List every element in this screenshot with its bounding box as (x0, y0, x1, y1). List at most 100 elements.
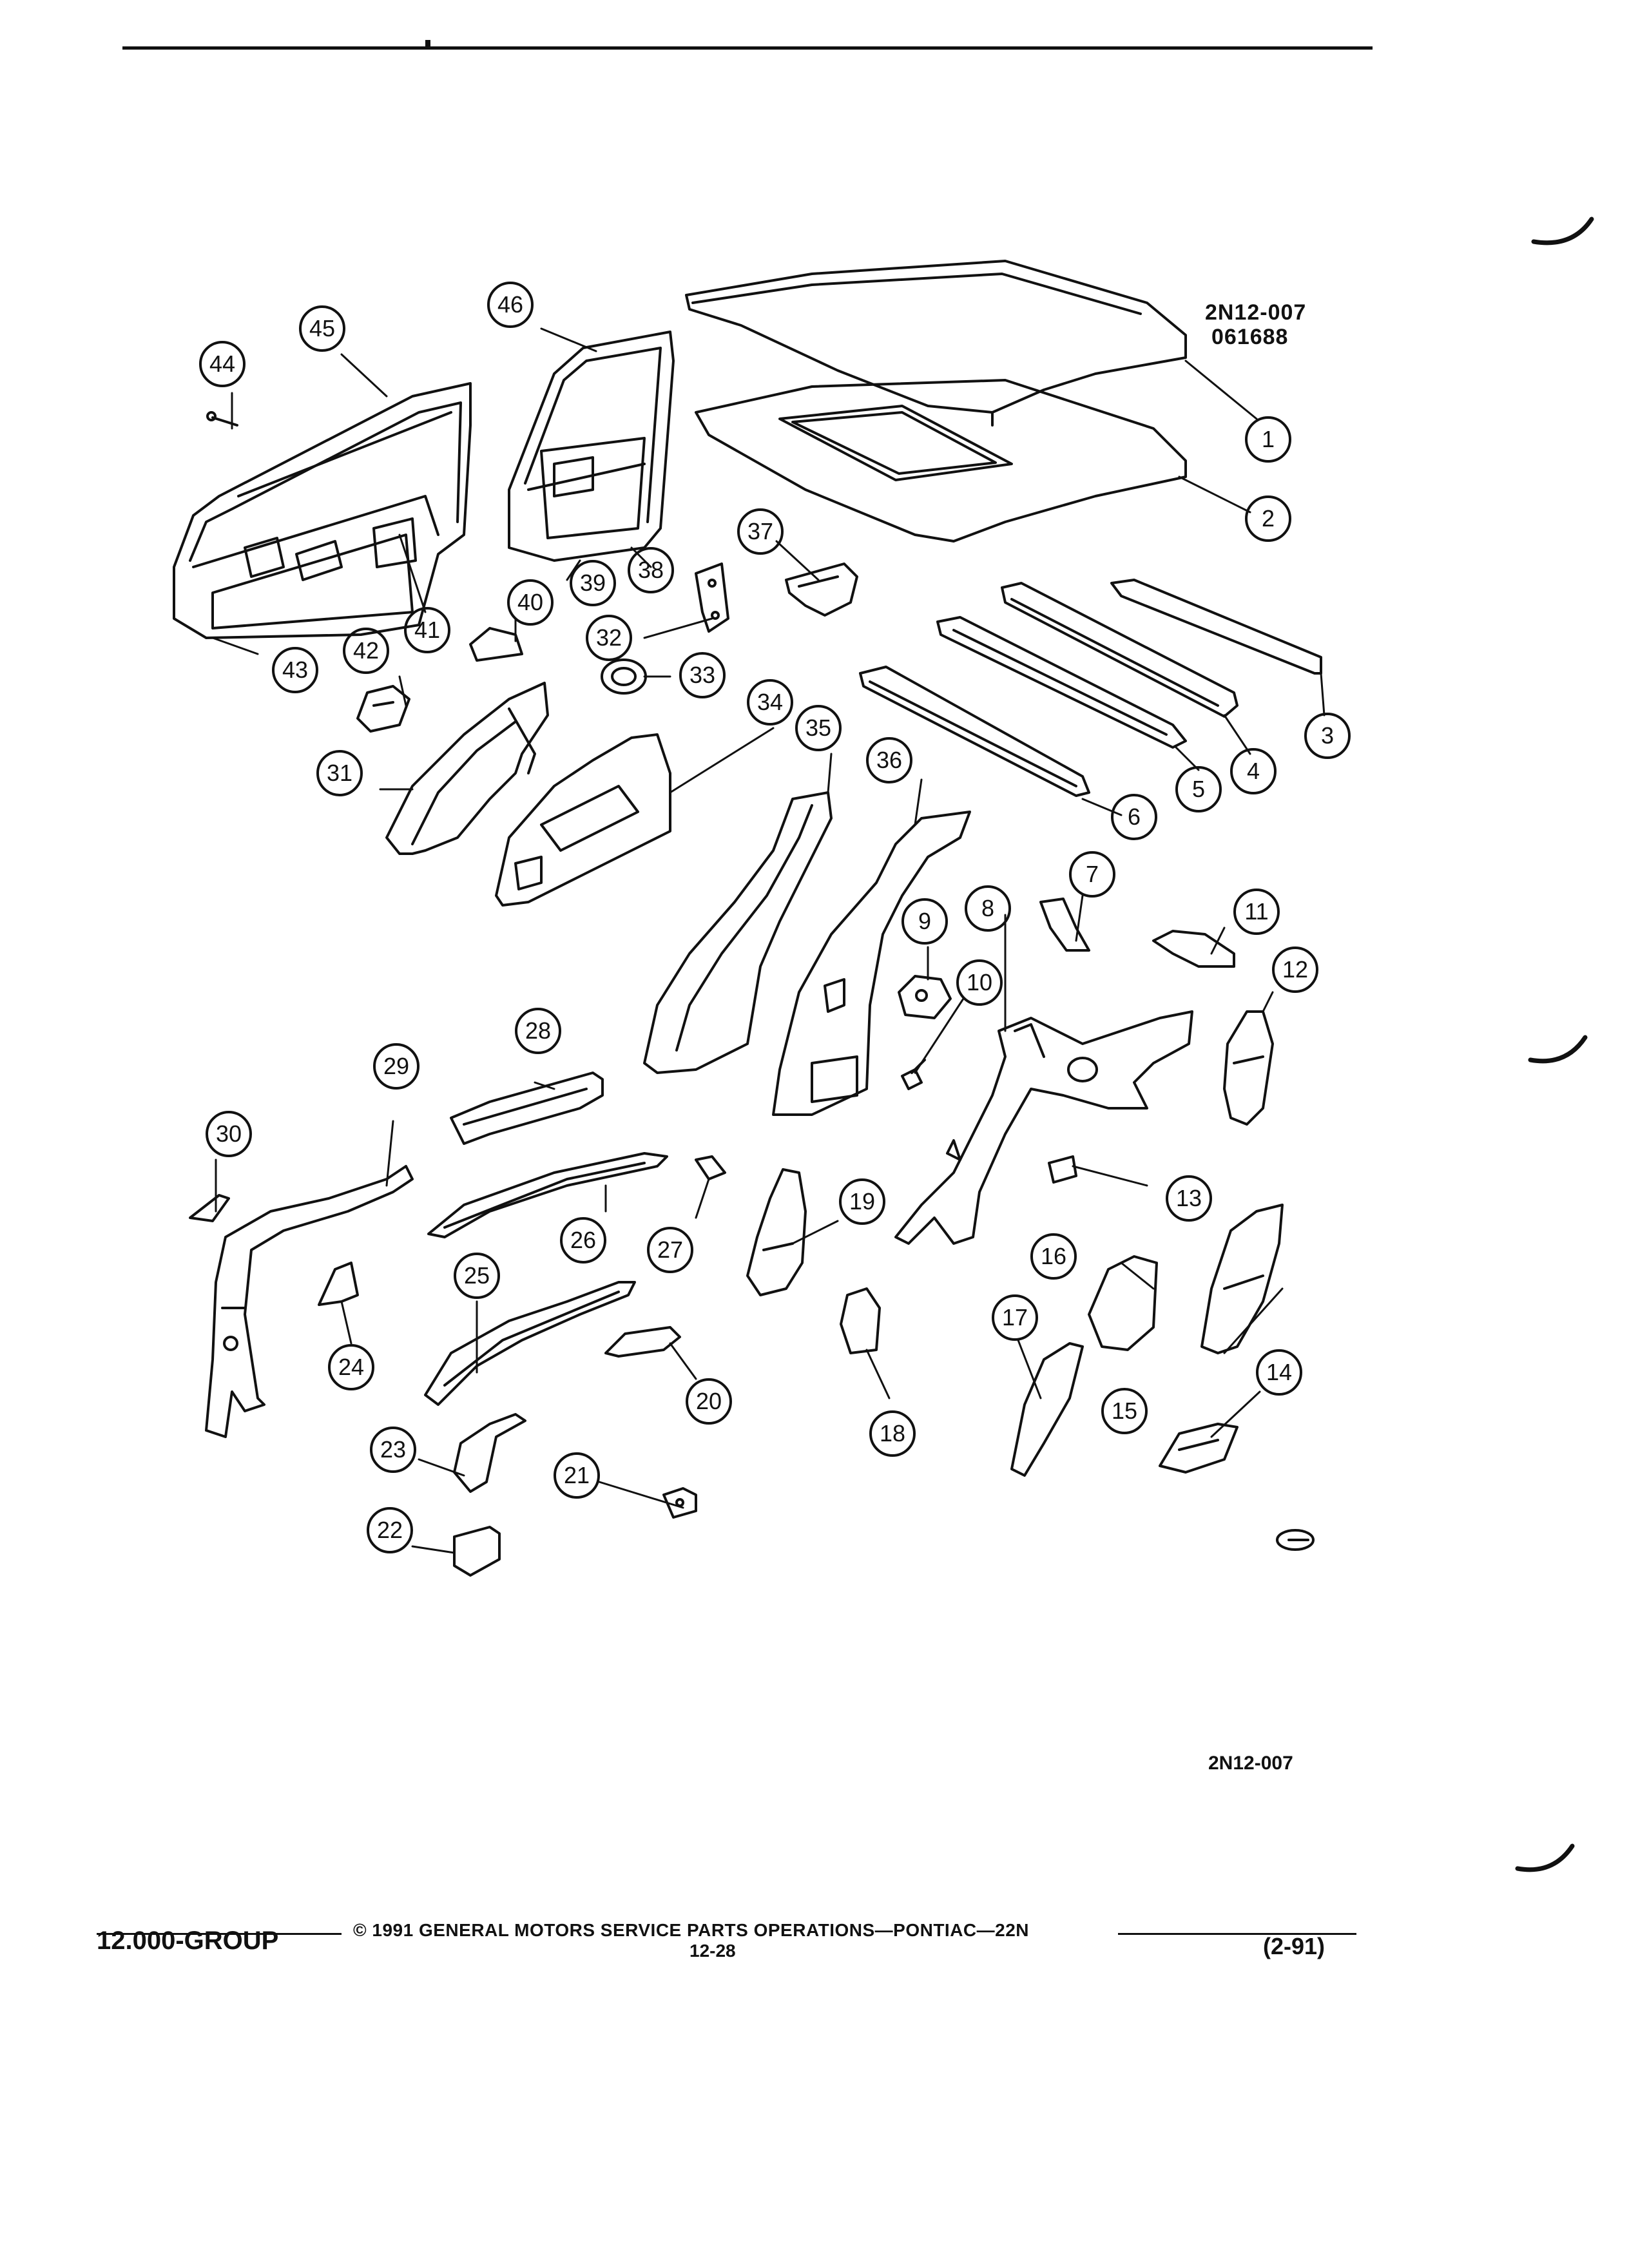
callout-29: 29 (373, 1043, 419, 1090)
part-bracket-18 (840, 1287, 881, 1354)
part-wheelhouse-31 (385, 682, 549, 855)
part-bracket-30 (189, 1194, 230, 1222)
svg-text:16: 16 (1041, 1243, 1066, 1269)
svg-text:1: 1 (1262, 426, 1275, 452)
callout-32: 32 (586, 615, 632, 661)
callout-3: 3 (1304, 713, 1351, 759)
svg-text:8: 8 (981, 895, 994, 921)
callout-31: 31 (316, 750, 363, 796)
callout-28: 28 (515, 1008, 561, 1054)
svg-text:23: 23 (380, 1436, 406, 1463)
footer-group-label: 12.000-GROUP (97, 1927, 279, 1955)
callout-42: 42 (343, 628, 389, 674)
svg-text:11: 11 (1244, 898, 1268, 925)
part-bumper-9 (898, 975, 952, 1019)
svg-text:24: 24 (338, 1354, 364, 1380)
svg-text:38: 38 (638, 557, 664, 583)
footer-copyright: © 1991 GENERAL MOTORS SERVICE PARTS OPER… (353, 1920, 1030, 1940)
part-pin (206, 411, 238, 427)
diagram-reference-date: 061688 (1211, 325, 1289, 349)
callout-34: 34 (747, 679, 793, 726)
part-rail-25 (424, 1281, 636, 1406)
svg-text:28: 28 (525, 1017, 551, 1044)
callout-23: 23 (370, 1427, 416, 1473)
part-rail-26 (427, 1152, 668, 1238)
top-rule (122, 46, 1373, 50)
part-roof-panel (685, 260, 1187, 427)
top-rule-tick (425, 40, 430, 48)
part-pillar-36 (772, 811, 971, 1116)
callout-44: 44 (199, 341, 246, 387)
footer-revision-date: (2-91) (1263, 1933, 1325, 1959)
svg-text:4: 4 (1247, 758, 1260, 784)
callout-39: 39 (570, 560, 616, 606)
callout-2: 2 (1245, 495, 1291, 542)
callout-16: 16 (1030, 1233, 1077, 1280)
part-pillar-15 (1200, 1204, 1284, 1354)
diagram-reference-code: 2N12-007 (1205, 300, 1307, 325)
part-bracket-20 (604, 1326, 681, 1358)
callout-21: 21 (554, 1452, 600, 1499)
diagram-footer-code: 2N12-007 (1208, 1753, 1293, 1774)
part-roof-rail-4 (1001, 582, 1239, 718)
binder-marks (1515, 216, 1594, 1872)
part-rear-door-frame (508, 331, 675, 562)
callout-30: 30 (206, 1111, 252, 1157)
part-pillar-29 (205, 1165, 414, 1438)
svg-text:10: 10 (967, 969, 992, 995)
part-rail-28 (450, 1072, 604, 1145)
callout-13: 13 (1166, 1175, 1212, 1222)
svg-text:32: 32 (596, 624, 622, 651)
part-roof-rail-5 (936, 616, 1187, 749)
part-bracket-12 (1223, 1010, 1274, 1126)
part-pillar-35 (643, 791, 833, 1074)
svg-text:17: 17 (1002, 1304, 1028, 1331)
svg-text:40: 40 (517, 589, 543, 615)
part-bracket-24 (318, 1262, 359, 1306)
callout-36: 36 (866, 737, 912, 783)
part-grommet-33 (601, 658, 647, 695)
callout-27: 27 (647, 1227, 693, 1273)
svg-text:39: 39 (580, 570, 606, 596)
callout-15: 15 (1101, 1388, 1148, 1434)
svg-text:46: 46 (497, 291, 523, 318)
svg-text:9: 9 (918, 908, 931, 934)
callout-1: 1 (1245, 416, 1291, 463)
part-bracket-23 (453, 1413, 526, 1493)
svg-text:21: 21 (564, 1462, 590, 1488)
svg-text:15: 15 (1112, 1398, 1137, 1424)
svg-text:26: 26 (570, 1227, 596, 1253)
part-bracket-37 (785, 562, 858, 617)
callout-14: 14 (1256, 1349, 1302, 1396)
svg-text:31: 31 (327, 760, 352, 786)
part-bracket-40 (469, 627, 523, 662)
callout-8: 8 (965, 885, 1011, 932)
part-roof-panel-sunroof (695, 379, 1187, 543)
svg-text:45: 45 (309, 315, 335, 341)
callout-35: 35 (795, 705, 842, 751)
callout-24: 24 (328, 1344, 374, 1390)
callout-markers: 1 2 3 4 5 6 7 8 9 10 11 12 13 14 15 16 1… (199, 282, 1351, 1553)
callout-33: 33 (679, 652, 726, 698)
svg-text:7: 7 (1086, 861, 1099, 887)
part-bracket-16 (1088, 1255, 1158, 1351)
callout-43: 43 (272, 647, 318, 693)
svg-text:18: 18 (880, 1420, 905, 1446)
part-roof-rail-6 (859, 666, 1090, 797)
svg-text:29: 29 (383, 1053, 409, 1079)
svg-text:27: 27 (657, 1236, 683, 1263)
part-hinge-32 (695, 562, 729, 633)
callout-10: 10 (956, 959, 1003, 1006)
part-bracket-7 (1039, 898, 1090, 952)
svg-text:2: 2 (1262, 505, 1275, 532)
callout-4: 4 (1230, 748, 1277, 794)
footer-rule-left (97, 1933, 342, 1935)
gm-logo-icon (1276, 1529, 1315, 1551)
svg-text:12: 12 (1282, 956, 1308, 983)
svg-text:25: 25 (464, 1262, 490, 1289)
svg-text:35: 35 (805, 715, 831, 741)
callout-26: 26 (560, 1217, 606, 1264)
svg-text:13: 13 (1176, 1185, 1202, 1211)
